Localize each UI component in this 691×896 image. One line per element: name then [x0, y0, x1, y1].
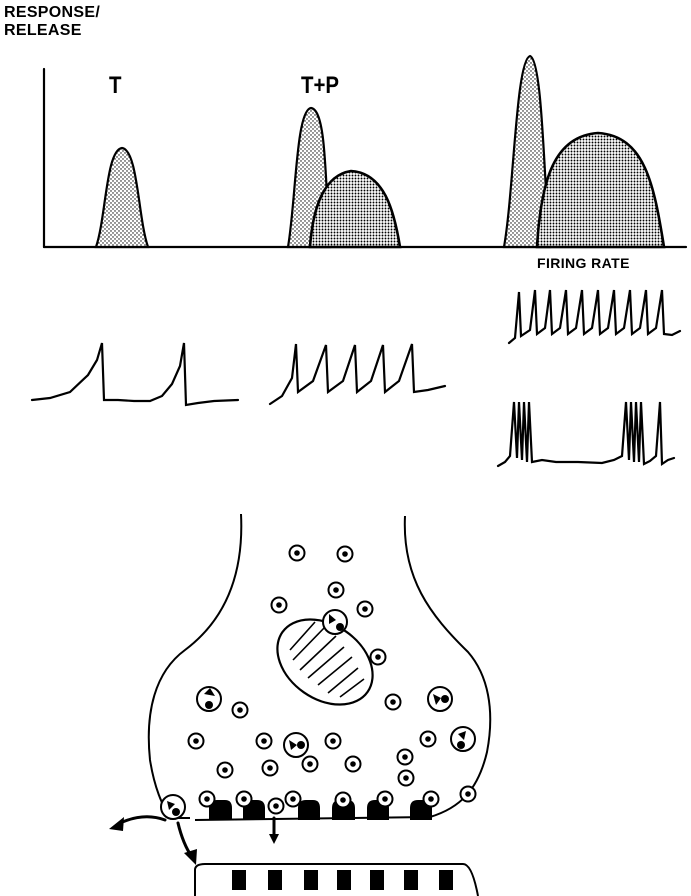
- peak-t-transmitter: [96, 148, 148, 247]
- spike-train-low: [32, 343, 238, 405]
- spike-train-high-regular: [509, 290, 680, 343]
- large-vesicle-exocytosing: [161, 795, 185, 819]
- large-vesicle-4: [284, 733, 308, 757]
- large-vesicle-2: [197, 687, 221, 711]
- large-vesicle-1: [323, 610, 347, 634]
- postsynaptic-membrane: [195, 864, 478, 896]
- postsynaptic-receptors: [232, 870, 453, 890]
- spike-train-high-burst: [498, 402, 674, 466]
- large-vesicle-3: [428, 687, 452, 711]
- active-zone-3: [298, 800, 320, 820]
- spike-train-medium: [270, 344, 445, 404]
- peak-high-peptide: [537, 133, 664, 247]
- firing-traces: [32, 290, 680, 466]
- release-arrowheads: [109, 817, 279, 865]
- large-vesicle-5: [451, 727, 475, 751]
- synaptic-terminal: [109, 514, 490, 865]
- response-peaks: [96, 56, 664, 247]
